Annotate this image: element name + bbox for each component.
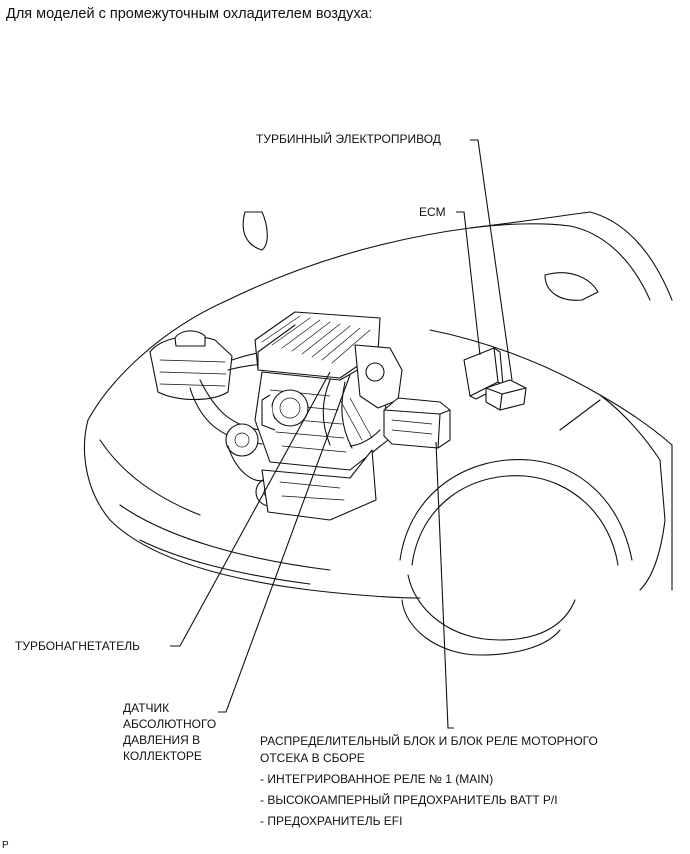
page-caption: Для моделей с промежуточным охладителем …: [6, 6, 373, 22]
relay-block-item: - ПРЕДОХРАНИТЕЛЬ EFI: [260, 814, 403, 828]
label-turbo-actuator: ТУРБИННЫЙ ЭЛЕКТРОПРИВОД: [256, 132, 441, 146]
label-map-sensor-line: ДАТЧИК: [123, 701, 170, 715]
label-map-sensor-line: КОЛЛЕКТОРЕ: [123, 749, 202, 763]
relay-block-title-line: ОТСЕКА В СБОРЕ: [260, 751, 365, 765]
engine-assembly: [149, 311, 403, 521]
label-map-sensor: ДАТЧИК АБСОЛЮТНОГО ДАВЛЕНИЯ В КОЛЛЕКТОРЕ: [123, 700, 216, 764]
label-ecm: ECM: [419, 205, 446, 219]
relay-block-illustration: [349, 397, 451, 449]
relay-block-item: - ВЫСОКОАМПЕРНЫЙ ПРЕДОХРАНИТЕЛЬ BATT P/I: [260, 793, 558, 807]
relay-block-title-line: РАСПРЕДЕЛИТЕЛЬНЫЙ БЛОК И БЛОК РЕЛЕ МОТОР…: [260, 734, 598, 748]
relay-block-item: - ИНТЕГРИРОВАННОЕ РЕЛЕ № 1 (MAIN): [260, 772, 494, 786]
car-body-outline: [83, 211, 673, 656]
label-turbocharger: ТУРБОНАГНЕТАТЕЛЬ: [15, 639, 140, 653]
label-relay-block: РАСПРЕДЕЛИТЕЛЬНЫЙ БЛОК И БЛОК РЕЛЕ МОТОР…: [260, 733, 598, 830]
figure-code: P: [2, 840, 9, 851]
label-map-sensor-line: ДАВЛЕНИЯ В: [123, 733, 201, 747]
turbo-actuator-illustration: [485, 379, 527, 411]
label-map-sensor-line: АБСОЛЮТНОГО: [123, 717, 217, 731]
leader-lines: [170, 139, 513, 729]
